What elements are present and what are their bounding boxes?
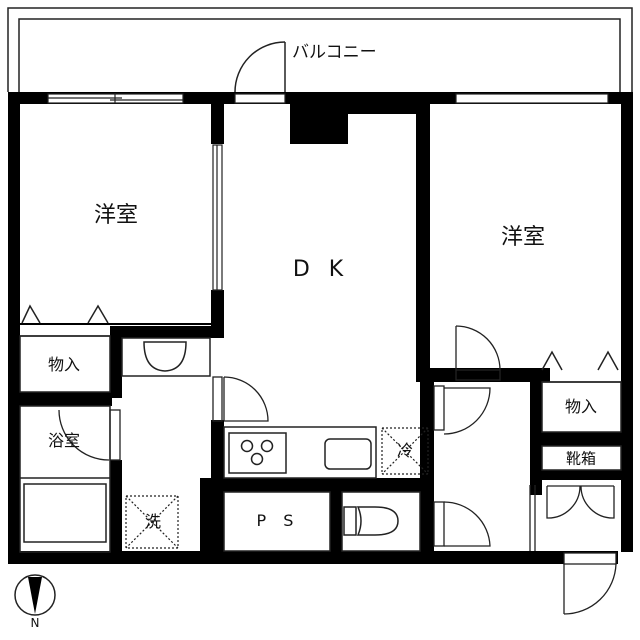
bathtub — [23, 483, 107, 543]
kitchen-counter — [223, 426, 377, 479]
western-room-left-label: 洋室 — [93, 203, 139, 228]
washroom-door — [212, 376, 269, 422]
balcony-label: バルコニー — [292, 42, 377, 63]
washer-space — [125, 495, 179, 549]
room-outlines — [19, 335, 622, 553]
dining-kitchen-label: D K — [292, 257, 350, 282]
toilet — [343, 506, 399, 536]
walls — [8, 92, 633, 564]
pipe-space-label: P S — [256, 511, 300, 530]
bathroom-label: 浴室 — [47, 431, 81, 450]
compass-icon — [14, 574, 56, 616]
storage-left-label: 物入 — [47, 355, 81, 374]
shoe-cabinet-doors — [529, 485, 615, 551]
balcony-outline — [7, 7, 633, 92]
entrance-door — [563, 552, 617, 615]
washer-label: 洗 — [144, 512, 162, 531]
balcony-door — [234, 41, 286, 93]
washbasin — [143, 341, 187, 372]
hall-doors — [433, 385, 491, 547]
refrigerator-space — [381, 427, 429, 475]
storage-right-label: 物入 — [564, 397, 598, 416]
western-room-right-label: 洋室 — [500, 225, 546, 250]
bath-door — [58, 409, 121, 461]
refrigerator-label: 冷 — [396, 441, 414, 460]
shoe-cabinet-label: 靴箱 — [565, 449, 597, 468]
compass-north-label: N — [30, 616, 40, 630]
right-room-door — [455, 325, 501, 381]
windows — [47, 93, 609, 291]
stove-burners — [240, 439, 274, 466]
